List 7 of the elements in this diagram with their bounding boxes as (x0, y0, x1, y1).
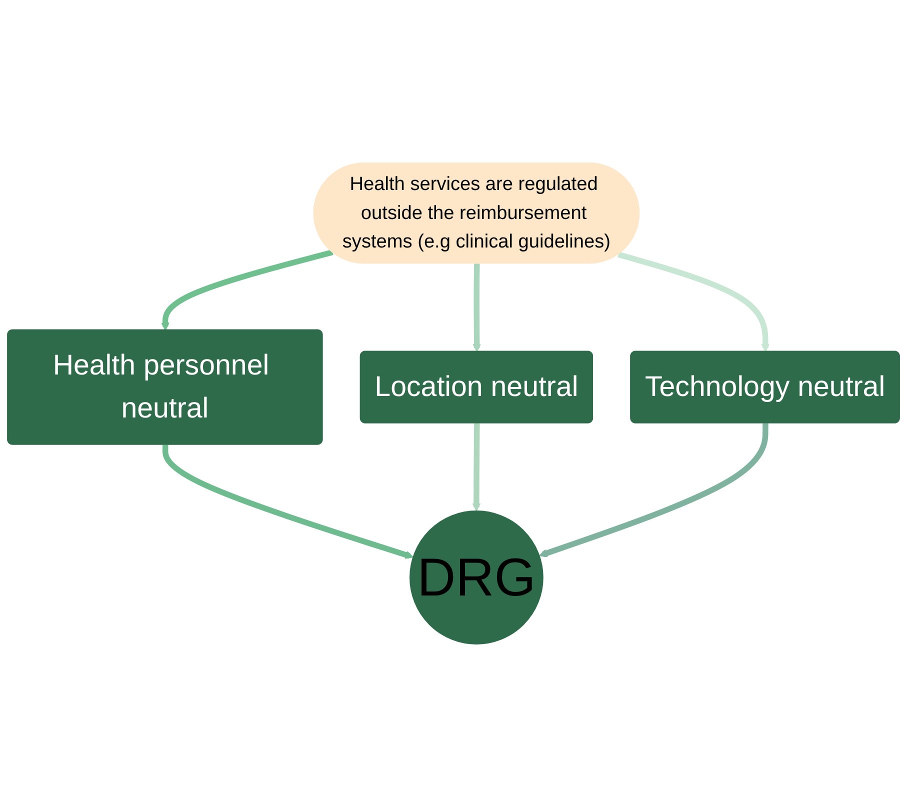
arrow (472, 423, 481, 512)
node-circle: DRG (410, 510, 544, 644)
arrow (162, 444, 414, 559)
arrow (618, 252, 770, 352)
arrow (161, 249, 334, 331)
arrow (472, 264, 482, 352)
arrow (538, 423, 768, 558)
